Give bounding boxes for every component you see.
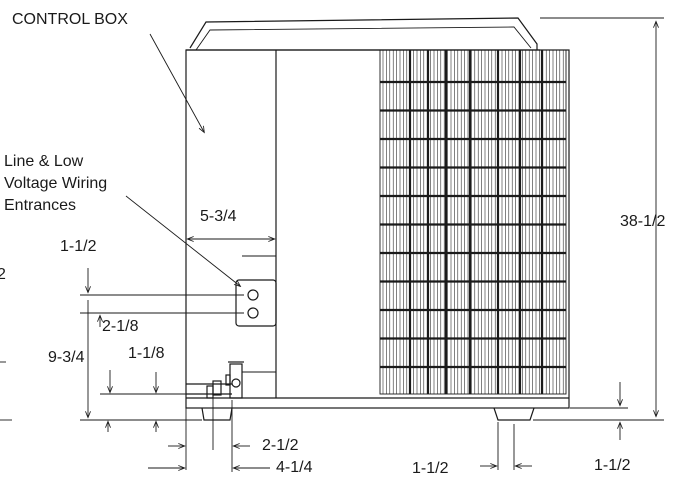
service-valves	[186, 361, 276, 399]
dim-valve-spacing: 1-1/8	[128, 345, 165, 362]
cabinet-outline	[185, 49, 570, 409]
dim-valve-outer-offset: 4-1/4	[276, 459, 313, 476]
base-foot	[493, 407, 535, 421]
wiring-entrance-label-line1: Line & Low	[4, 153, 84, 170]
wiring-entrance-label-line3: Entrances	[4, 197, 76, 214]
dim-control-box-width-label: 5-3/4	[200, 208, 237, 225]
dim-control-box-width: 5-3/4	[185, 208, 277, 246]
coil-grille	[379, 49, 567, 395]
entrance-hole	[247, 289, 259, 301]
dim-left-fragment: 2	[0, 266, 6, 283]
dim-valve-height-label: 9-3/4	[48, 349, 85, 366]
dim-entrance-top: 1-1/2	[60, 238, 97, 255]
dim-foot-width: 1-1/2	[412, 460, 449, 477]
dim-service-valve-height: 9-3/4	[48, 300, 88, 417]
top-cap	[189, 17, 538, 50]
dim-height-total: 38-1/2	[620, 213, 665, 230]
dim-entrance-spacing: 2-1/8	[102, 318, 139, 335]
wiring-entrance-label-line2: Voltage Wiring	[4, 175, 107, 192]
entrance-hole	[247, 307, 259, 319]
dim-foot-height: 1-1/2	[594, 457, 631, 474]
control-box-label: CONTROL BOX	[12, 11, 128, 28]
condenser-unit	[185, 17, 570, 421]
base-foot	[201, 407, 233, 421]
dim-overall-height: 38-1/2	[533, 17, 665, 421]
dim-valve-offset: 2-1/2	[262, 437, 299, 454]
wiring-entrance-plate	[235, 279, 277, 327]
